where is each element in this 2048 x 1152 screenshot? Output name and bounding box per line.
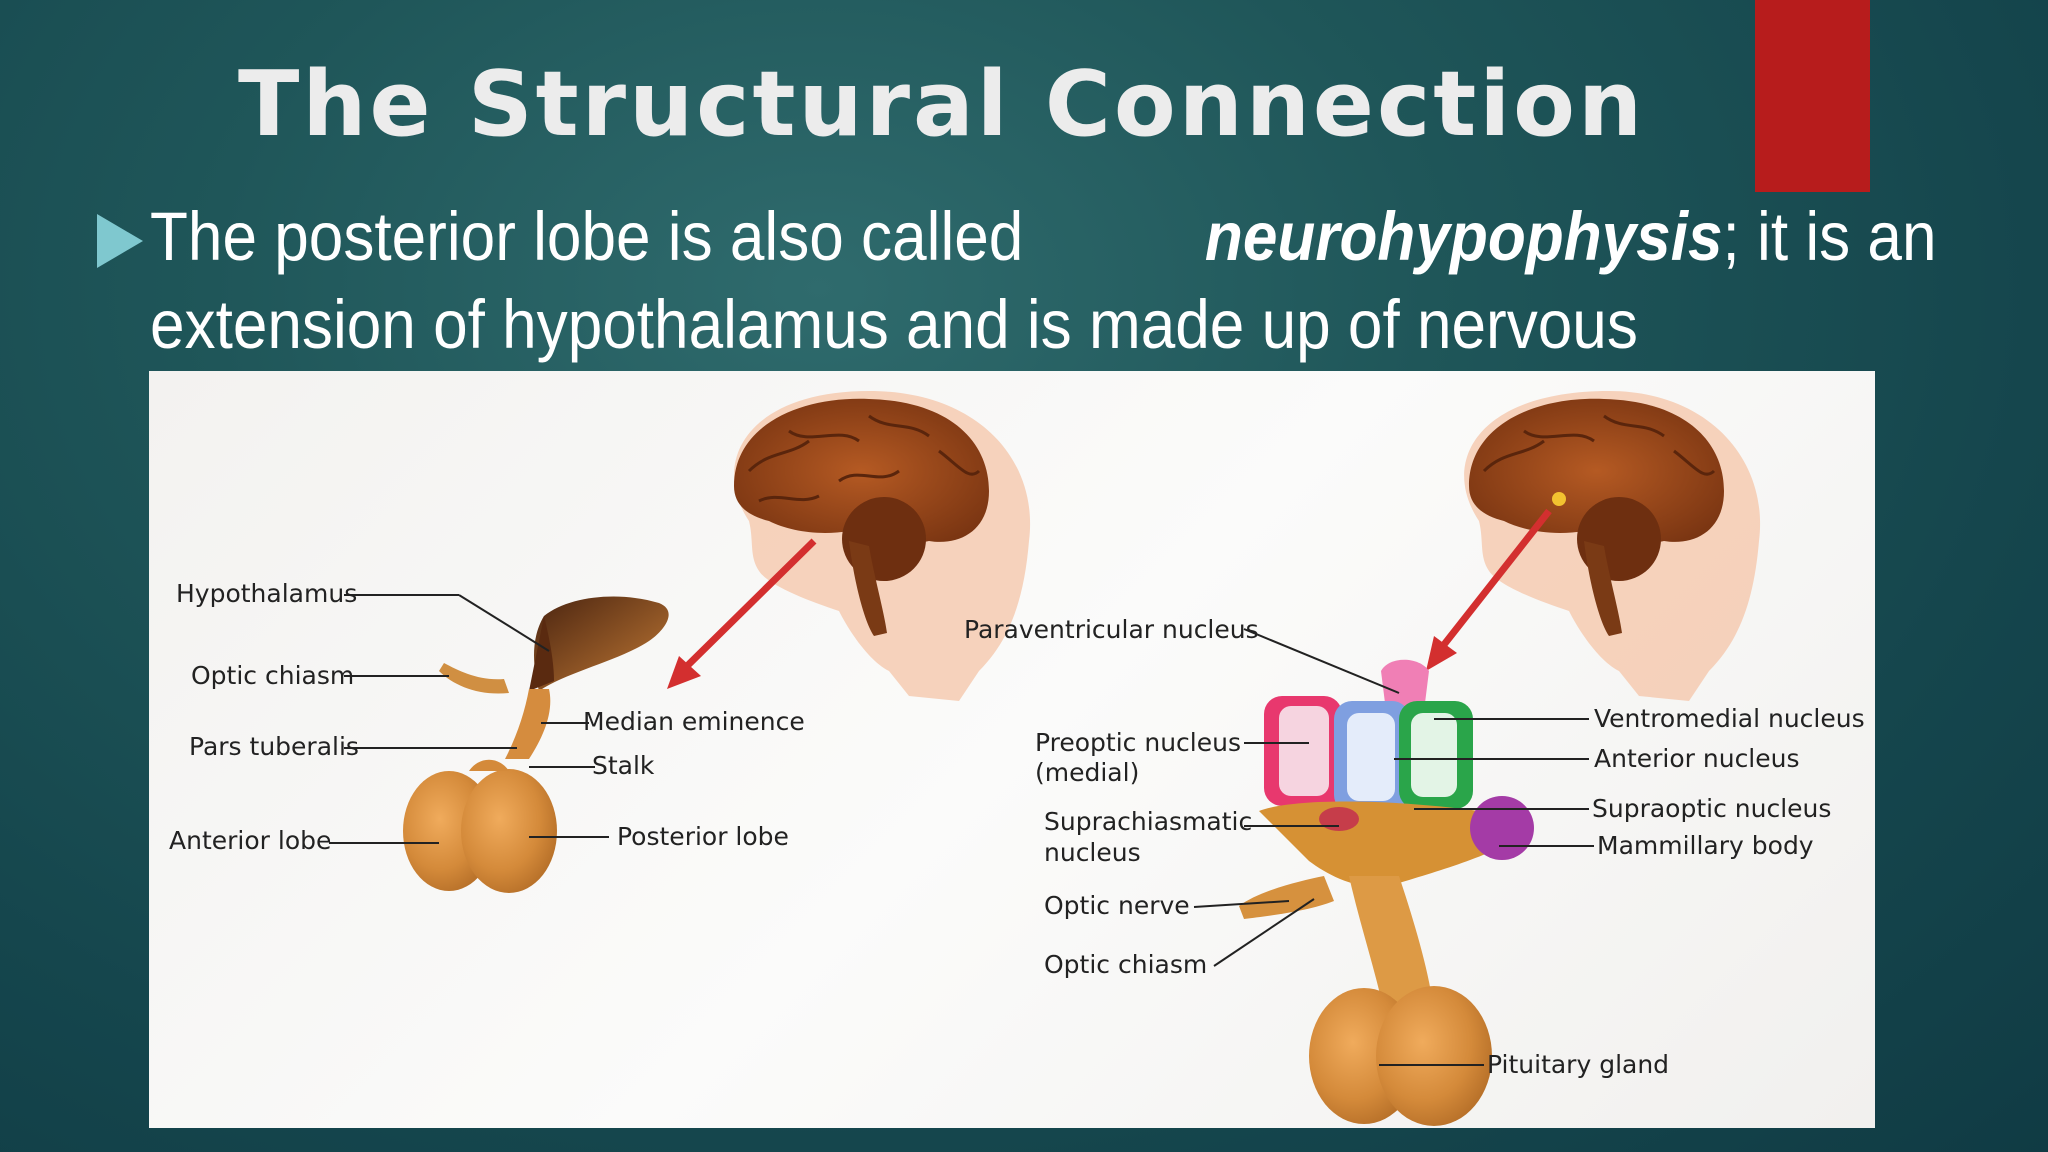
optic-chiasm-left [439,663,509,694]
posterior-lobe-left [461,769,557,893]
label-pituitary-gland: Pituitary gland [1487,1050,1670,1079]
label-paraventricular-nucleus: Paraventricular nucleus [964,615,1259,644]
label-preoptic-medial: (medial) [1035,758,1140,787]
label-supraoptic-nucleus: Supraoptic nucleus [1592,794,1832,823]
label-ventromedial-nucleus: Ventromedial nucleus [1594,704,1865,733]
pointer-arrow-right [1436,508,1552,654]
keyword-neurohypophysis: neurohypophysis [1204,198,1723,275]
label-median-eminence: Median eminence [583,707,805,736]
label-suprachiasmatic: Suprachiasmatic [1044,807,1253,836]
suprachiasmatic-nucleus-shape [1319,807,1359,831]
slide-title: The Structural Connection [238,52,1646,157]
mammillary-body-shape [1470,796,1534,860]
label-hypothalamus: Hypothalamus [176,579,358,608]
optic-nerve-shape [1239,876,1334,919]
label-anterior-nucleus: Anterior nucleus [1594,744,1800,773]
bullet-arrow-icon [97,214,143,268]
label-suprachiasmatic-nucleus: nucleus [1044,838,1141,867]
pituitary-figure: Hypothalamus Optic chiasm Pars tuberalis… [149,371,1875,1128]
bullet-line-1: The posterior lobe is also called neuroh… [150,193,1937,281]
label-preoptic-nucleus: Preoptic nucleus [1035,728,1241,757]
pituitary-stalk-right [1349,876,1434,1011]
pointer-arrow-left [679,538,817,674]
hypothalamus-shape-left [534,596,669,691]
accent-bar [1755,0,1870,192]
bullet-before-text: The posterior lobe is also called [150,198,1024,275]
pituitary-stalk-left [505,689,551,759]
bullet-after-text: ; it is an [1722,198,1937,275]
label-anterior-lobe: Anterior lobe [169,826,332,855]
label-optic-chiasm-left: Optic chiasm [191,661,355,690]
pituitary-diagram-art [329,391,1761,1126]
label-stalk: Stalk [592,751,655,780]
label-optic-nerve: Optic nerve [1044,891,1190,920]
paraventricular-nucleus-shape [1381,659,1429,711]
label-pars-tuberalis: Pars tuberalis [189,732,359,761]
label-posterior-lobe: Posterior lobe [617,822,789,851]
pituitary-gland-right-lobe [1376,986,1492,1126]
label-mammillary-body: Mammillary body [1597,831,1814,860]
label-optic-chiasm-right: Optic chiasm [1044,950,1208,979]
